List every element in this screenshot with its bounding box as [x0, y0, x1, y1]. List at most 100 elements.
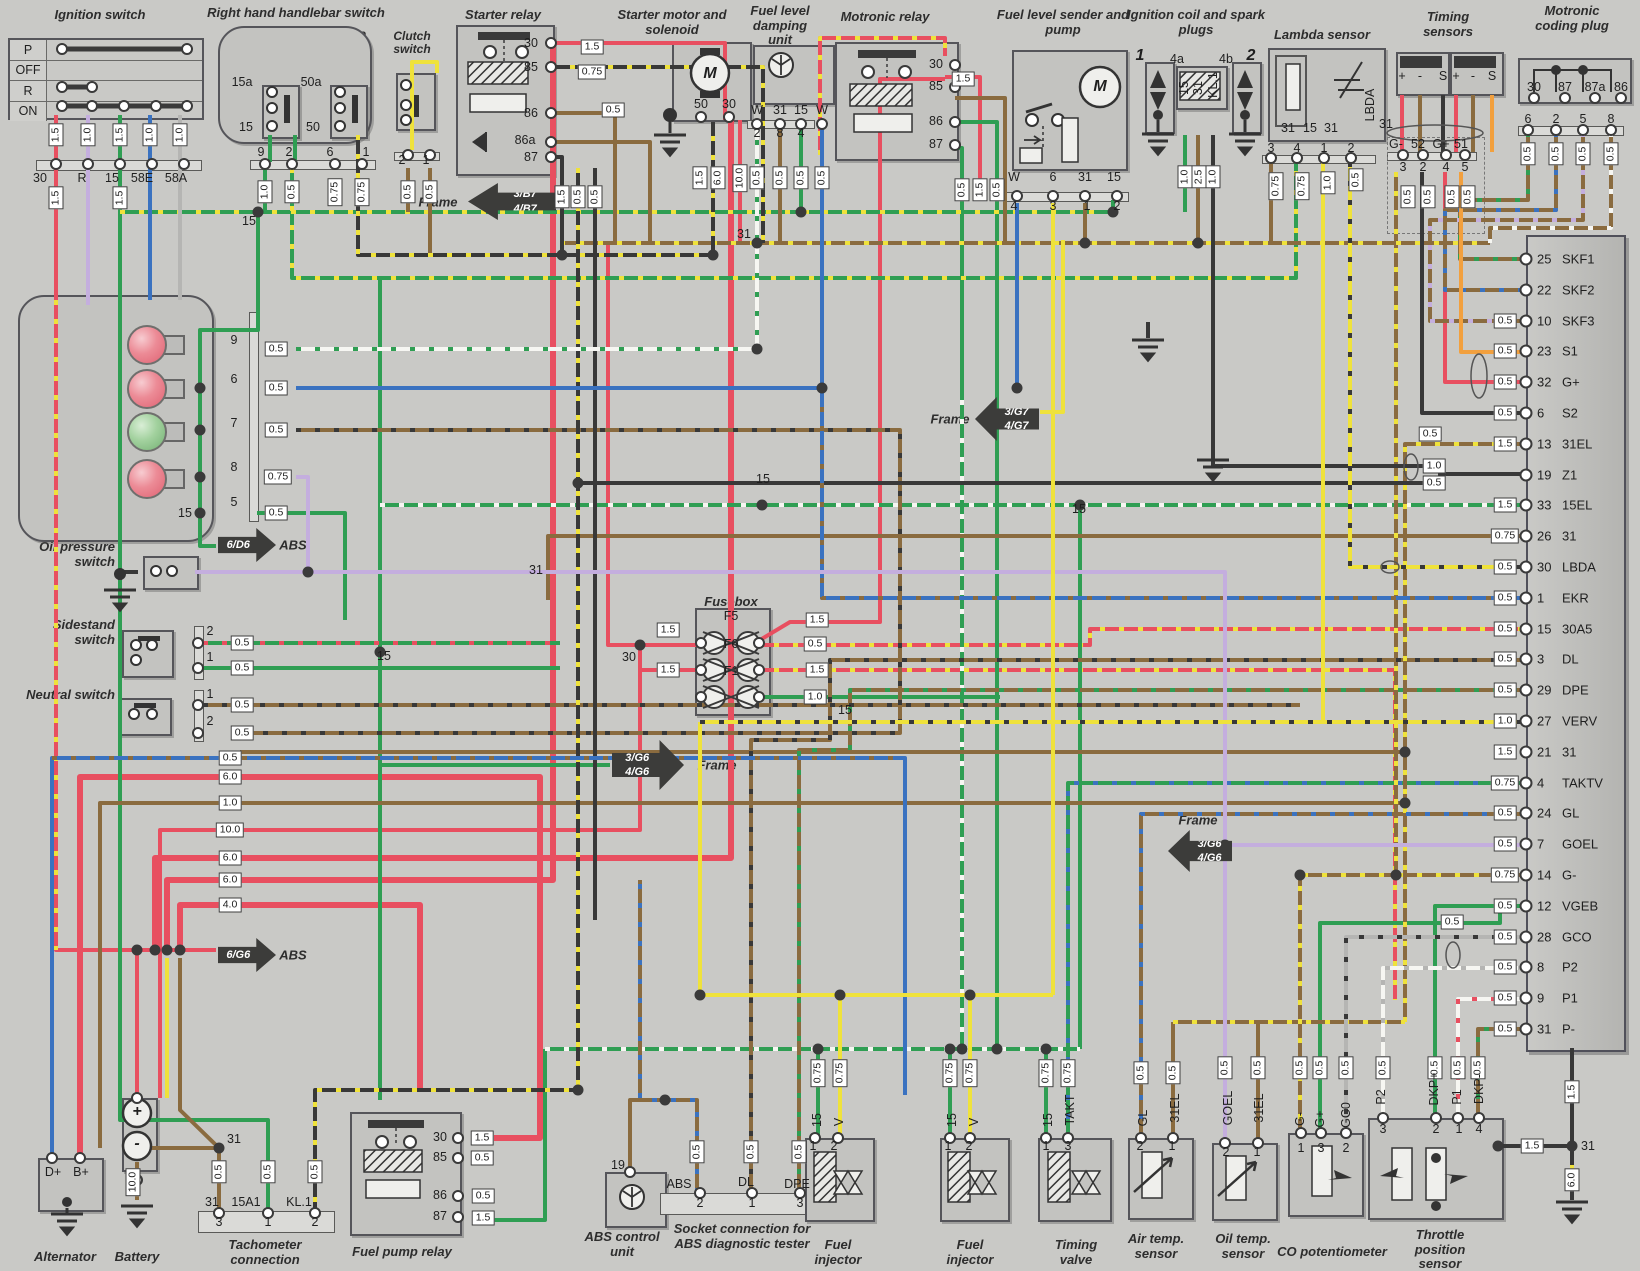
neutral-switch[interactable]: [120, 698, 172, 736]
wire-gauge-label: 0.5: [601, 102, 625, 118]
timing-sensors-title: Timing sensors: [1423, 9, 1473, 39]
cu-pin-GOEL[interactable]: [1519, 837, 1533, 851]
wire-gauge-label: 0.5: [230, 660, 254, 676]
wire-gauge-label: 1.0: [218, 795, 242, 811]
cu-pin-DL[interactable]: [1519, 652, 1533, 666]
terminal-label: 2: [1552, 112, 1560, 126]
wire-gauge-label: 0.75: [942, 1058, 958, 1088]
terminal-label: 30: [929, 57, 943, 71]
cu-pin-name: G+: [1562, 374, 1580, 390]
terminal-label: -: [1470, 69, 1476, 83]
wire-gauge-label: 0.5: [1450, 1056, 1466, 1080]
cu-pin-GCO[interactable]: [1519, 930, 1533, 944]
pin-gauge-label: 0.5: [1493, 682, 1517, 698]
terminal-label: 1: [1297, 1141, 1305, 1155]
cu-pin-SKF1[interactable]: [1519, 252, 1533, 266]
terminal-label: DPE: [784, 1177, 810, 1191]
cu-pin-name: S1: [1562, 343, 1578, 359]
terminal-label: 3: [215, 1215, 223, 1229]
cu-pin-30A5[interactable]: [1519, 622, 1533, 636]
oil-pressure-switch[interactable]: [143, 556, 199, 590]
terminal-label: +: [132, 1103, 142, 1120]
cu-pin-G-[interactable]: [1519, 868, 1533, 882]
air-temp-title: Air temp. sensor: [1127, 1231, 1185, 1261]
terminal-label: 31: [227, 1132, 241, 1146]
wire-gauge-label: 0.75: [327, 177, 343, 207]
cu-pin-G+[interactable]: [1519, 375, 1533, 389]
cu-pin-GL[interactable]: [1519, 806, 1533, 820]
cu-pin-P-[interactable]: [1519, 1022, 1533, 1036]
pin-gauge-label: 0.5: [1493, 590, 1517, 606]
cu-pin-VERV[interactable]: [1519, 714, 1533, 728]
cu-pin-S1[interactable]: [1519, 344, 1533, 358]
terminal-label: 2: [1222, 1145, 1230, 1159]
cu-pin-name: SKF2: [1562, 282, 1595, 298]
lambda-connector-bar: [1262, 155, 1376, 164]
throttle-title: Throttle position sensor: [1414, 1227, 1466, 1271]
sidestand-switch[interactable]: [122, 630, 174, 678]
cu-pin-SKF3[interactable]: [1519, 314, 1533, 328]
wire-gauge-label: 10.0: [215, 822, 245, 838]
cu-pin-S2[interactable]: [1519, 406, 1533, 420]
pin-gauge-label: 0.5: [1493, 313, 1517, 329]
wire-gauge-label: 6.0: [1564, 1168, 1580, 1192]
cu-pin-number: 6: [1537, 405, 1545, 421]
handlebar-connector-bar: [250, 160, 376, 170]
cu-pin-VGEB[interactable]: [1519, 899, 1533, 913]
cu-pin-number: 24: [1537, 805, 1552, 821]
engine-kill-switch[interactable]: [262, 85, 300, 139]
terminal-label: 8: [1607, 112, 1615, 126]
clutch-switch[interactable]: [396, 73, 436, 131]
cu-pin-P1[interactable]: [1519, 991, 1533, 1005]
terminal-label: 6: [1524, 112, 1532, 126]
wire-gauge-label: 0.5: [400, 180, 416, 204]
wire-gauge-label: 1.5: [112, 123, 128, 147]
terminal-label: 50a: [300, 75, 322, 89]
cu-pin-name: GCO: [1562, 929, 1592, 945]
co-pot-title: CO potentiometer: [1277, 1244, 1387, 1259]
wire-gauge-label: 0.5: [954, 178, 970, 202]
cu-pin-31EL[interactable]: [1519, 437, 1533, 451]
terminal-label: 86: [929, 114, 943, 128]
wire-gauge-label: 6.0: [218, 872, 242, 888]
terminal-label: 19: [611, 1158, 625, 1172]
frame-ref: 6/D6: [226, 538, 250, 551]
cu-pin-15EL[interactable]: [1519, 498, 1533, 512]
terminal-label: W: [1008, 170, 1020, 184]
cu-pin-SKF2[interactable]: [1519, 283, 1533, 297]
cu-pin-Z1[interactable]: [1519, 468, 1533, 482]
terminal-label: 15: [178, 506, 192, 520]
engine-starter-switch[interactable]: [330, 85, 368, 139]
terminal-label: 30: [1527, 80, 1541, 94]
wire-gauge-label: 0.75: [263, 469, 293, 485]
wire-gauge-label: 1.5: [972, 178, 988, 202]
cu-pin-P2[interactable]: [1519, 960, 1533, 974]
wire-gauge-label: 0.5: [1250, 1056, 1266, 1080]
cu-pin-EKR[interactable]: [1519, 591, 1533, 605]
terminal-label: 15: [105, 171, 119, 185]
cu-pin-DPE[interactable]: [1519, 683, 1533, 697]
cu-pin-number: 29: [1537, 682, 1552, 698]
terminal-label: 87: [929, 137, 943, 151]
cu-pin-31[interactable]: [1519, 745, 1533, 759]
terminal-label: P1: [1450, 1089, 1464, 1105]
cu-pin-number: 9: [1537, 990, 1545, 1006]
pin-gauge-label: 0.75: [1490, 867, 1520, 883]
cu-pin-name: P-: [1562, 1021, 1575, 1037]
frame-ref: 3/G6: [625, 751, 650, 764]
cu-pin-name: S2: [1562, 405, 1578, 421]
cu-pin-31[interactable]: [1519, 529, 1533, 543]
cu-pin-LBDA[interactable]: [1519, 560, 1533, 574]
low-fuel-warning-bulb: [127, 325, 167, 365]
terminal-label: 9: [230, 333, 238, 347]
wire-gauge-label: 0.5: [989, 178, 1005, 202]
terminal-label: 30: [524, 36, 538, 50]
terminal-label: 5: [1461, 160, 1469, 174]
abs-socket-title: Socket connection for ABS diagnostic tes…: [673, 1221, 811, 1251]
cu-pin-TAKTV[interactable]: [1519, 776, 1533, 790]
terminal-label: 15: [794, 103, 808, 117]
damping-unit-title: Fuel level damping unit: [750, 3, 810, 48]
terminal-label: 4: [1475, 1122, 1483, 1136]
wire-gauge-label: 1.5: [471, 1210, 495, 1226]
